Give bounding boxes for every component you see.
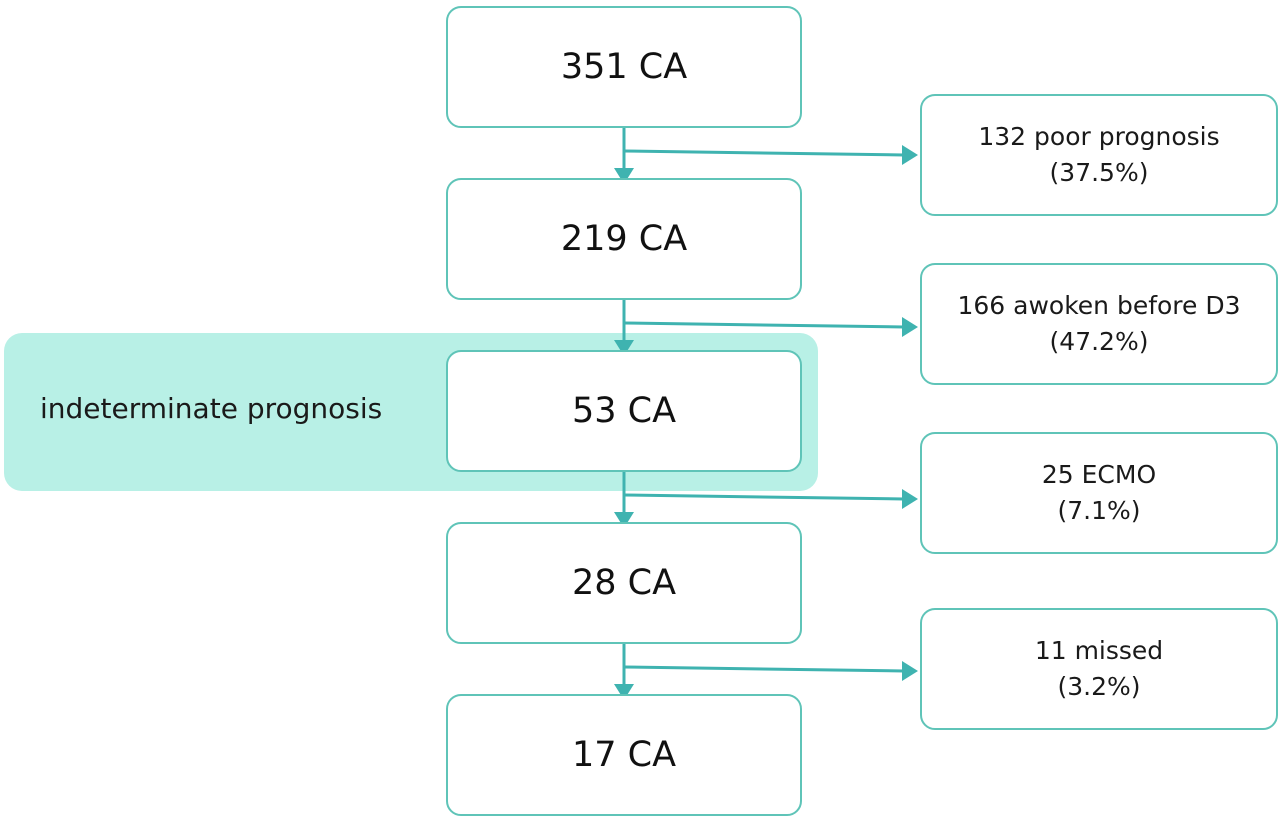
side-box-count-label: 25 ECMO [1041,459,1157,489]
main-box-53-ca: 53 CA [446,350,802,472]
main-box-28-ca: 28 CA [446,522,802,644]
side-box-percent-label: (47.2%) [1049,327,1149,356]
arrow-right-1 [623,149,905,157]
arrowhead-right-2 [902,317,918,337]
arrowhead-right-3 [902,489,918,509]
arrowhead-down-3 [614,512,634,528]
arrowhead-down-4 [614,684,634,700]
arrowhead-down-2 [614,340,634,356]
indeterminate-prognosis-label: indeterminate prognosis [40,392,383,425]
arrow-right-2 [623,321,905,329]
main-box-219-ca: 219 CA [446,178,802,300]
arrowhead-down-1 [614,168,634,184]
main-box-351-ca: 351 CA [446,6,802,128]
side-box-count-label: 11 missed [1034,635,1164,665]
side-box-awoken-before-d3: 166 awoken before D3 (47.2%) [920,263,1278,385]
arrowhead-right-4 [902,661,918,681]
side-box-poor-prognosis: 132 poor prognosis (37.5%) [920,94,1278,216]
side-box-ecmo: 25 ECMO (7.1%) [920,432,1278,554]
arrow-right-4 [623,665,905,673]
side-box-percent-label: (3.2%) [1057,672,1141,701]
side-box-missed: 11 missed (3.2%) [920,608,1278,730]
arrow-right-3 [623,493,905,501]
side-box-count-label: 132 poor prognosis [978,121,1220,151]
side-box-count-label: 166 awoken before D3 [957,290,1241,320]
arrowhead-right-1 [902,145,918,165]
side-box-percent-label: (37.5%) [1049,158,1149,187]
side-box-percent-label: (7.1%) [1057,496,1141,525]
main-box-17-ca: 17 CA [446,694,802,816]
